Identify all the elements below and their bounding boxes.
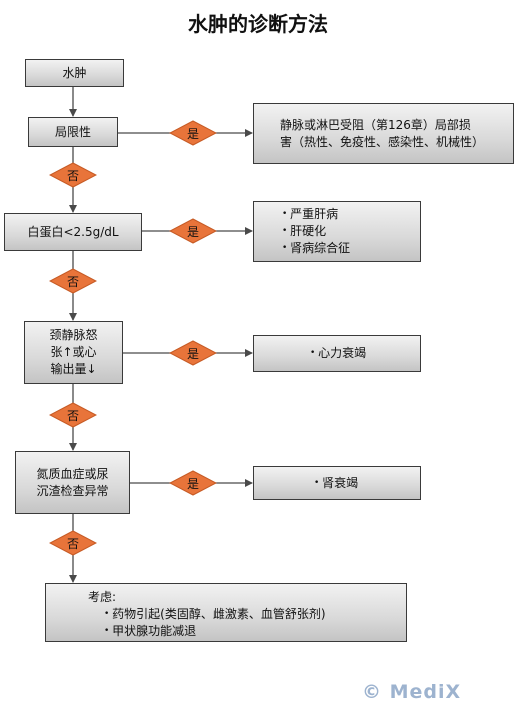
result-renal-list: 肾衰竭	[314, 475, 358, 492]
diagram-title: 水肿的诊断方法	[188, 12, 328, 36]
yes-label: 是	[186, 126, 199, 141]
no-diamond: 否	[49, 530, 97, 556]
final-item: 药物引起(类固醇、雌激素、血管舒张剂)	[104, 606, 406, 623]
result-renal-item: 肾衰竭	[314, 475, 358, 492]
start-label: 水肿	[62, 65, 87, 80]
yes-diamond: 是	[169, 470, 217, 496]
localized-label: 局限性	[54, 124, 91, 139]
no-diamond: 否	[49, 402, 97, 428]
start-box: 水肿	[25, 59, 124, 87]
no-label: 否	[66, 408, 79, 423]
yes-diamond: 是	[169, 340, 217, 366]
result-liver-item: 严重肝病	[282, 206, 350, 223]
jugular-label-line3: 输出量↓	[50, 362, 97, 376]
result-local-obstruction: 静脉或淋巴受阻（第126章）局部损 害（热性、免疫性、感染性、机械性）	[253, 103, 514, 164]
albumin-box: 白蛋白<2.5g/dL	[4, 213, 142, 251]
final-item: 甲状腺功能减退	[104, 623, 406, 640]
yes-diamond: 是	[169, 120, 217, 146]
yes-label: 是	[186, 224, 199, 239]
result-local-line2: 害（热性、免疫性、感染性、机械性）	[280, 134, 485, 149]
final-list: 药物引起(类固醇、雌激素、血管舒张剂) 甲状腺功能减退	[104, 606, 406, 640]
jugular-label-line2: 张↑或心	[50, 345, 97, 359]
no-label: 否	[66, 536, 79, 551]
result-renal-failure: 肾衰竭	[253, 466, 421, 500]
final-consider-box: 考虑: 药物引起(类固醇、雌激素、血管舒张剂) 甲状腺功能减退	[45, 583, 407, 642]
albumin-label: 白蛋白<2.5g/dL	[27, 224, 119, 239]
jugular-box: 颈静脉怒 张↑或心 输出量↓	[24, 321, 123, 384]
no-diamond: 否	[49, 162, 97, 188]
no-diamond: 否	[49, 268, 97, 294]
result-heart-failure: 心力衰竭	[253, 335, 421, 372]
azotemia-box: 氮质血症或尿 沉渣检查异常	[15, 451, 130, 514]
jugular-label-line1: 颈静脉怒	[49, 328, 98, 342]
watermark: © MediX	[362, 681, 462, 703]
azotemia-label-line2: 沉渣检查异常	[36, 483, 109, 498]
result-local-line1: 静脉或淋巴受阻（第126章）局部损	[280, 117, 471, 132]
result-liver-item: 肝硬化	[282, 223, 350, 240]
no-label: 否	[66, 168, 79, 183]
yes-diamond: 是	[169, 218, 217, 244]
yes-label: 是	[186, 476, 199, 491]
result-heart-list: 心力衰竭	[310, 345, 366, 362]
final-heading: 考虑:	[88, 590, 117, 604]
result-heart-item: 心力衰竭	[310, 345, 366, 362]
azotemia-label-line1: 氮质血症或尿	[36, 466, 109, 481]
result-liver-kidney: 严重肝病 肝硬化 肾病综合征	[253, 201, 421, 262]
result-liver-item: 肾病综合征	[282, 240, 350, 257]
yes-label: 是	[186, 346, 199, 361]
no-label: 否	[66, 274, 79, 289]
result-liver-list: 严重肝病 肝硬化 肾病综合征	[282, 206, 350, 257]
localized-box: 局限性	[28, 117, 118, 147]
